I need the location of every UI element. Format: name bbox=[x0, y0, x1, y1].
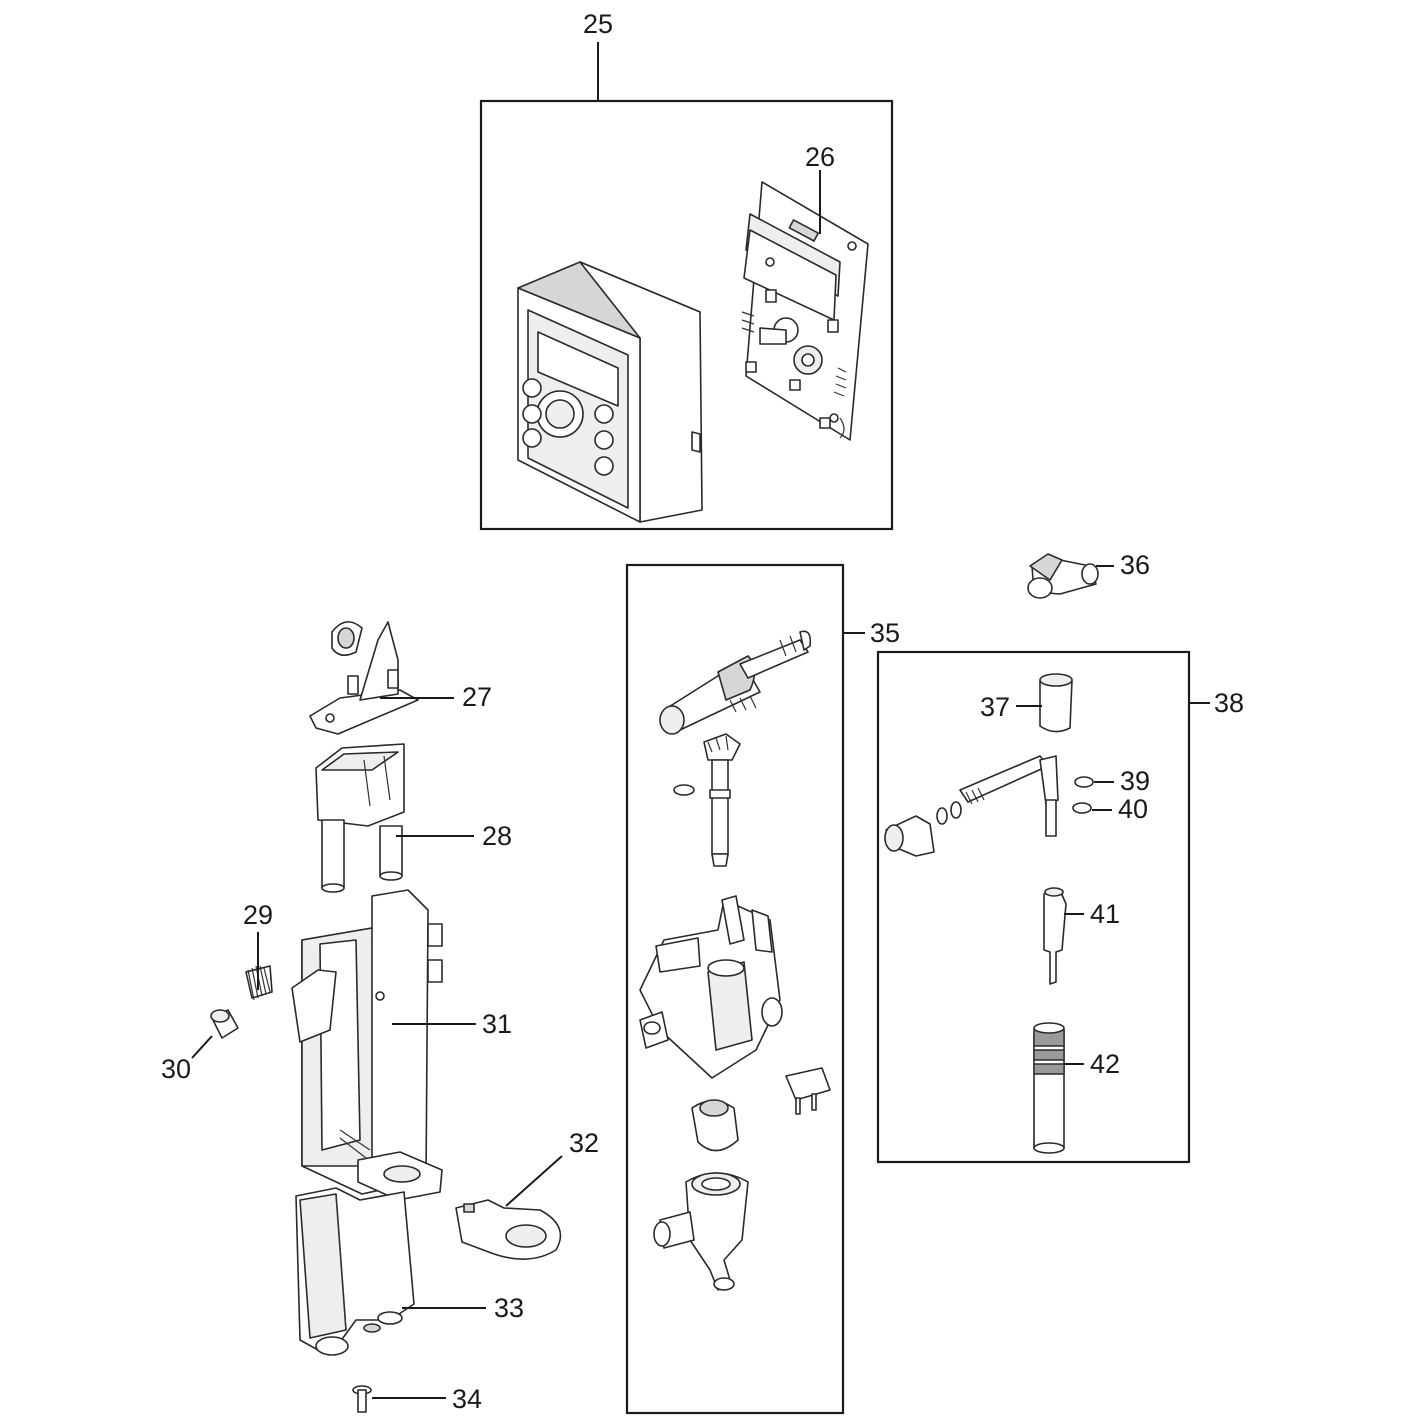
part-31-frame bbox=[291, 889, 443, 1201]
part-35-outlet-valve bbox=[653, 1172, 749, 1291]
part-38-steam-wand bbox=[884, 755, 1059, 857]
part-28-reservoir bbox=[315, 743, 405, 893]
leader-32 bbox=[505, 1155, 563, 1207]
label-35: 35 bbox=[870, 618, 900, 648]
label-41: 41 bbox=[1090, 899, 1120, 929]
label-27: 27 bbox=[462, 682, 492, 712]
part-30-cap bbox=[210, 1009, 239, 1039]
group-box-38 bbox=[876, 650, 1210, 1164]
part-34-pin bbox=[352, 1385, 372, 1413]
part-42-spout bbox=[1033, 1022, 1065, 1154]
part-35-brew-group bbox=[639, 895, 783, 1079]
part-37-sleeve bbox=[1039, 673, 1073, 733]
label-26: 26 bbox=[805, 142, 835, 172]
group-box-35 bbox=[625, 563, 865, 1415]
part-27-bracket bbox=[309, 621, 419, 735]
label-33: 33 bbox=[494, 1293, 524, 1323]
leader-30 bbox=[191, 1035, 213, 1059]
part-39-oring bbox=[1074, 776, 1094, 788]
label-30: 30 bbox=[161, 1054, 191, 1084]
part-35-gear-shaft bbox=[673, 733, 741, 867]
label-38: 38 bbox=[1214, 688, 1244, 718]
part-33-chute bbox=[295, 1187, 415, 1356]
part-35-microswitch bbox=[785, 1067, 831, 1115]
label-29: 29 bbox=[243, 900, 273, 930]
label-39: 39 bbox=[1120, 766, 1150, 796]
label-31: 31 bbox=[482, 1009, 512, 1039]
part-25-control-housing bbox=[517, 261, 703, 523]
label-25: 25 bbox=[583, 9, 613, 39]
label-40: 40 bbox=[1118, 794, 1148, 824]
leader-lines bbox=[191, 170, 1114, 1399]
part-35-cap-piece bbox=[691, 1099, 739, 1152]
part-35-shaft-assembly bbox=[659, 630, 812, 735]
part-32-plate bbox=[455, 1199, 562, 1260]
label-36: 36 bbox=[1120, 550, 1150, 580]
part-36-knob bbox=[1027, 553, 1099, 599]
label-28: 28 bbox=[482, 821, 512, 851]
part-labels: 25 26 27 28 29 30 31 32 33 34 35 36 37 3… bbox=[161, 9, 1244, 1414]
group-box-25 bbox=[479, 42, 894, 531]
part-41-tube bbox=[1043, 887, 1067, 985]
label-32: 32 bbox=[569, 1128, 599, 1158]
label-37: 37 bbox=[980, 692, 1010, 722]
part-26-circuit-board bbox=[741, 181, 869, 441]
label-34: 34 bbox=[452, 1384, 482, 1414]
part-40-oring bbox=[1072, 802, 1092, 814]
label-42: 42 bbox=[1090, 1049, 1120, 1079]
